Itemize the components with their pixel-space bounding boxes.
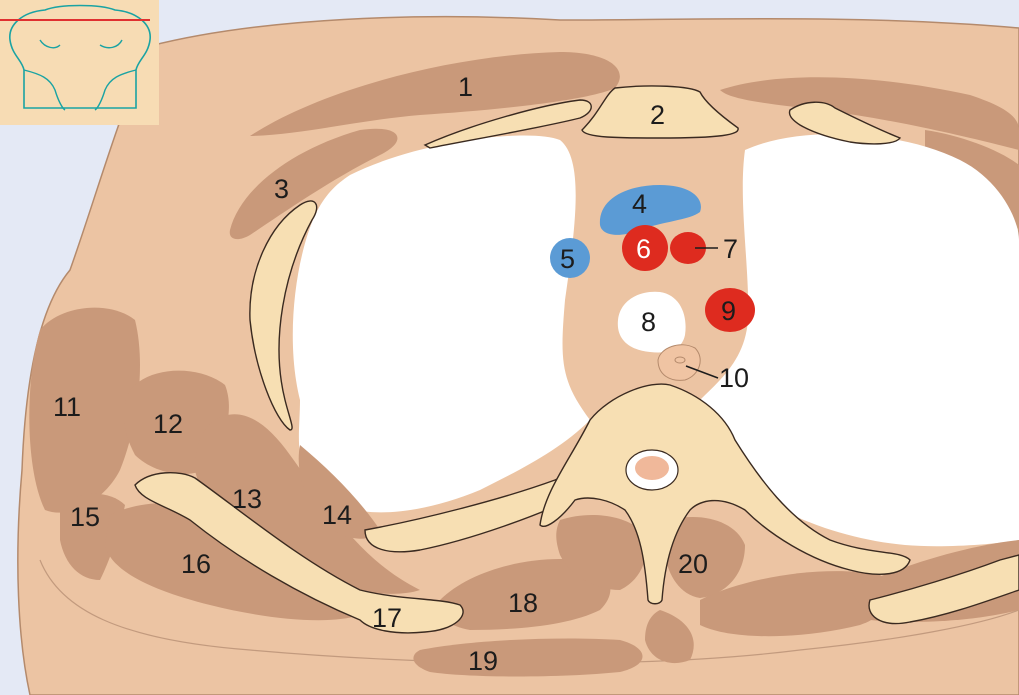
label-13: 13 (232, 484, 262, 514)
label-3: 3 (274, 174, 289, 204)
label-12: 12 (153, 409, 183, 439)
label-7: 7 (723, 234, 738, 264)
label-17: 17 (372, 603, 402, 633)
label-19: 19 (468, 646, 498, 676)
label-18: 18 (508, 588, 538, 618)
section-plane-inset (0, 0, 159, 125)
label-10: 10 (719, 363, 749, 393)
label-2: 2 (650, 100, 665, 130)
label-9: 9 (721, 296, 736, 326)
label-20: 20 (678, 549, 708, 579)
spinal-cord (635, 456, 669, 480)
label-15: 15 (70, 502, 100, 532)
label-8: 8 (641, 307, 656, 337)
label-1: 1 (458, 72, 473, 102)
label-6: 6 (636, 234, 651, 264)
label-5: 5 (560, 244, 575, 274)
head-outline-icon (0, 0, 159, 125)
label-4: 4 (632, 189, 647, 219)
label-11: 11 (53, 392, 81, 422)
label-16: 16 (181, 549, 211, 579)
label-14: 14 (322, 500, 352, 530)
